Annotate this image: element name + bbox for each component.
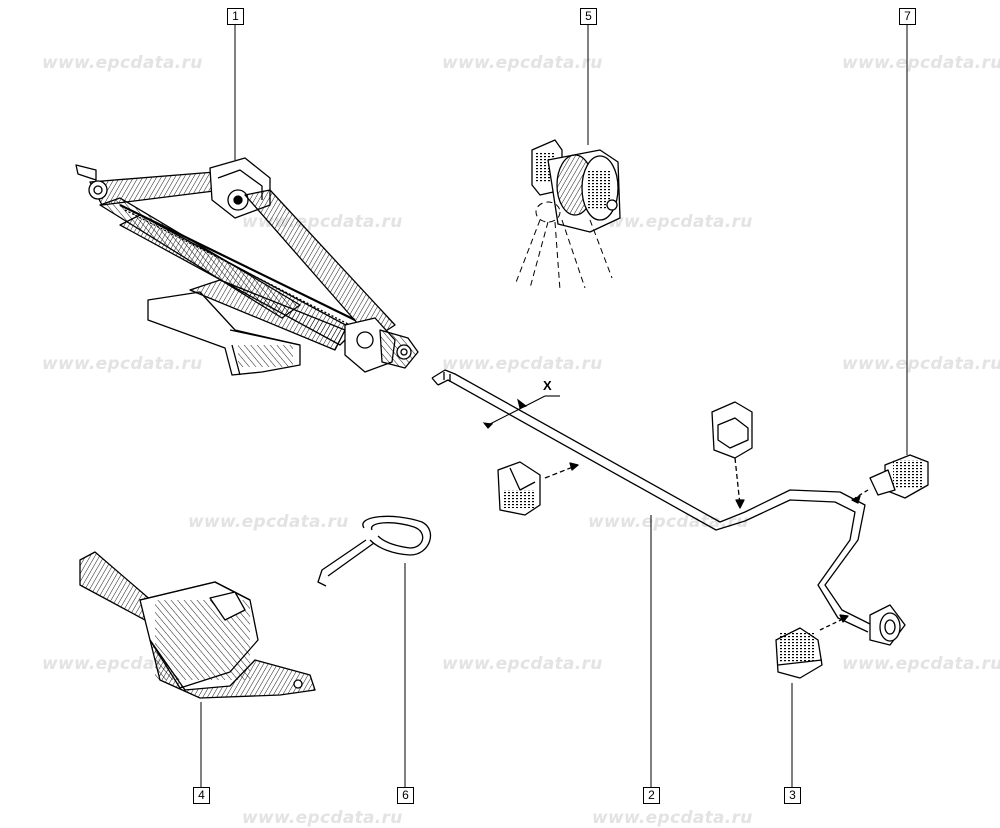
brace-clip <box>775 614 849 679</box>
callout-1: 1 <box>227 8 244 25</box>
leader-lines <box>200 25 908 788</box>
watermark: www.epcdata.ru <box>842 53 1000 73</box>
section-marker <box>482 395 560 429</box>
wing-bolt <box>514 139 621 291</box>
watermark: www.epcdata.ru <box>842 354 1000 374</box>
brace-holder-clip <box>497 461 579 516</box>
callout-5: 5 <box>580 8 597 25</box>
watermark: www.epcdata.ru <box>442 53 603 73</box>
callout-4: 4 <box>193 787 210 804</box>
brace-end-clip <box>851 454 929 504</box>
callout-6: 6 <box>397 787 414 804</box>
watermark: www.epcdata.ru <box>842 654 1000 674</box>
tow-hook <box>317 515 432 587</box>
brace-upper-clip <box>711 401 753 509</box>
watermark: www.epcdata.ru <box>588 512 749 532</box>
watermark: www.epcdata.ru <box>188 512 349 532</box>
watermark: www.epcdata.ru <box>42 354 203 374</box>
callout-7: 7 <box>899 8 916 25</box>
section-marker-label: X <box>543 378 552 393</box>
wheel-brace <box>431 369 906 646</box>
callout-3: 3 <box>784 787 801 804</box>
watermark: www.epcdata.ru <box>592 212 753 232</box>
callout-2: 2 <box>643 787 660 804</box>
watermark: www.epcdata.ru <box>442 354 603 374</box>
jack-holder <box>79 551 316 699</box>
watermark: www.epcdata.ru <box>442 654 603 674</box>
watermark: www.epcdata.ru <box>42 53 203 73</box>
scissor-jack <box>75 157 419 376</box>
